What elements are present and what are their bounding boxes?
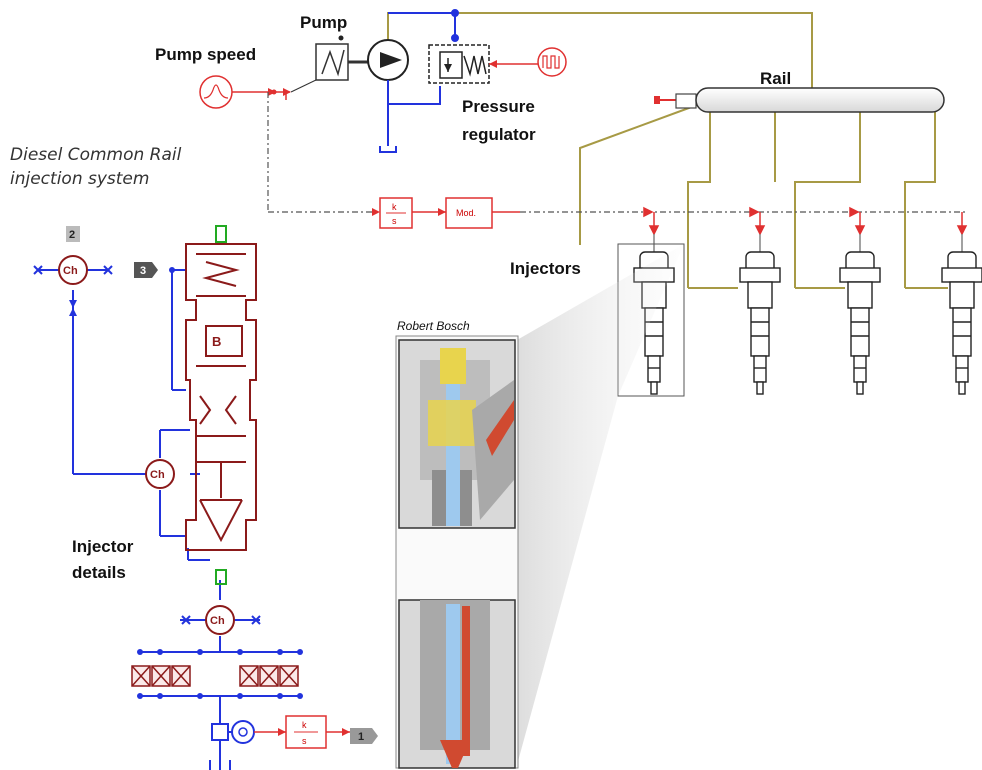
rail-sensor <box>676 94 696 108</box>
rail: Rail <box>654 69 944 112</box>
pump-speed-label: Pump speed <box>155 45 256 64</box>
detail-int-num: k <box>302 720 307 730</box>
rail-to-injector1-line <box>580 105 697 245</box>
tag-3-text: 3 <box>140 265 146 277</box>
injector-details-line2: details <box>72 563 126 582</box>
tap-4 <box>958 212 966 234</box>
chamber-bottom: Ch <box>206 606 234 634</box>
injector-signal-wires <box>654 234 962 252</box>
injector-body-schematic: B <box>186 226 256 584</box>
injector-4 <box>942 252 982 394</box>
integrator-num: k <box>392 202 397 212</box>
tag-1: 1 <box>350 728 378 744</box>
robert-bosch-label: Robert Bosch <box>397 319 470 333</box>
injector-details-line1: Injector <box>72 537 134 556</box>
speed-profile-icon <box>200 76 232 108</box>
injectors-label: Injectors <box>510 259 581 278</box>
svg-text:B: B <box>212 334 221 349</box>
pump-speed: Pump speed <box>155 45 316 212</box>
tag-3: 3 <box>134 262 158 278</box>
bosch-cross-section: Robert Bosch <box>396 319 518 768</box>
tag-2-text: 2 <box>69 229 75 241</box>
rail-to-injector2-line <box>688 110 710 288</box>
orifice-bank <box>132 666 298 686</box>
pump-label: Pump <box>300 13 347 32</box>
detail-int-den: s <box>302 736 307 746</box>
detail-blue-lines <box>38 270 300 770</box>
injector-3 <box>840 252 880 394</box>
tag-2: 2 <box>66 226 80 242</box>
regulator-label: regulator <box>462 125 536 144</box>
tank-icon <box>380 146 396 152</box>
chamber-mid-label: Ch <box>150 469 165 481</box>
injector-detail: Ch Ch Ch 2 3 1 <box>34 226 378 770</box>
chamber-top-label: Ch <box>63 265 78 277</box>
integrator-den: s <box>392 216 397 226</box>
chamber-bottom-label: Ch <box>210 615 225 627</box>
system-title-line1: Diesel Common Rail <box>10 145 182 165</box>
pwm-signal-icon <box>538 48 566 76</box>
flow-meter: k s <box>212 716 350 748</box>
chamber-top: Ch <box>59 256 87 284</box>
tag-1-text: 1 <box>358 731 364 743</box>
system-title-line2: injection system <box>10 169 149 189</box>
rail-label: Rail <box>760 69 791 88</box>
pump-motor-box <box>316 44 348 80</box>
pump: Pump <box>300 13 408 152</box>
rail-to-injector4-line <box>905 110 935 288</box>
rail-tube <box>696 88 944 112</box>
injectors <box>634 252 982 394</box>
injector-2 <box>740 252 780 394</box>
chamber-mid: Ch <box>146 460 174 488</box>
pressure-label: Pressure <box>462 97 535 116</box>
pressure-regulator: Pressure regulator <box>429 45 566 144</box>
mod-label: Mod. <box>456 208 476 218</box>
